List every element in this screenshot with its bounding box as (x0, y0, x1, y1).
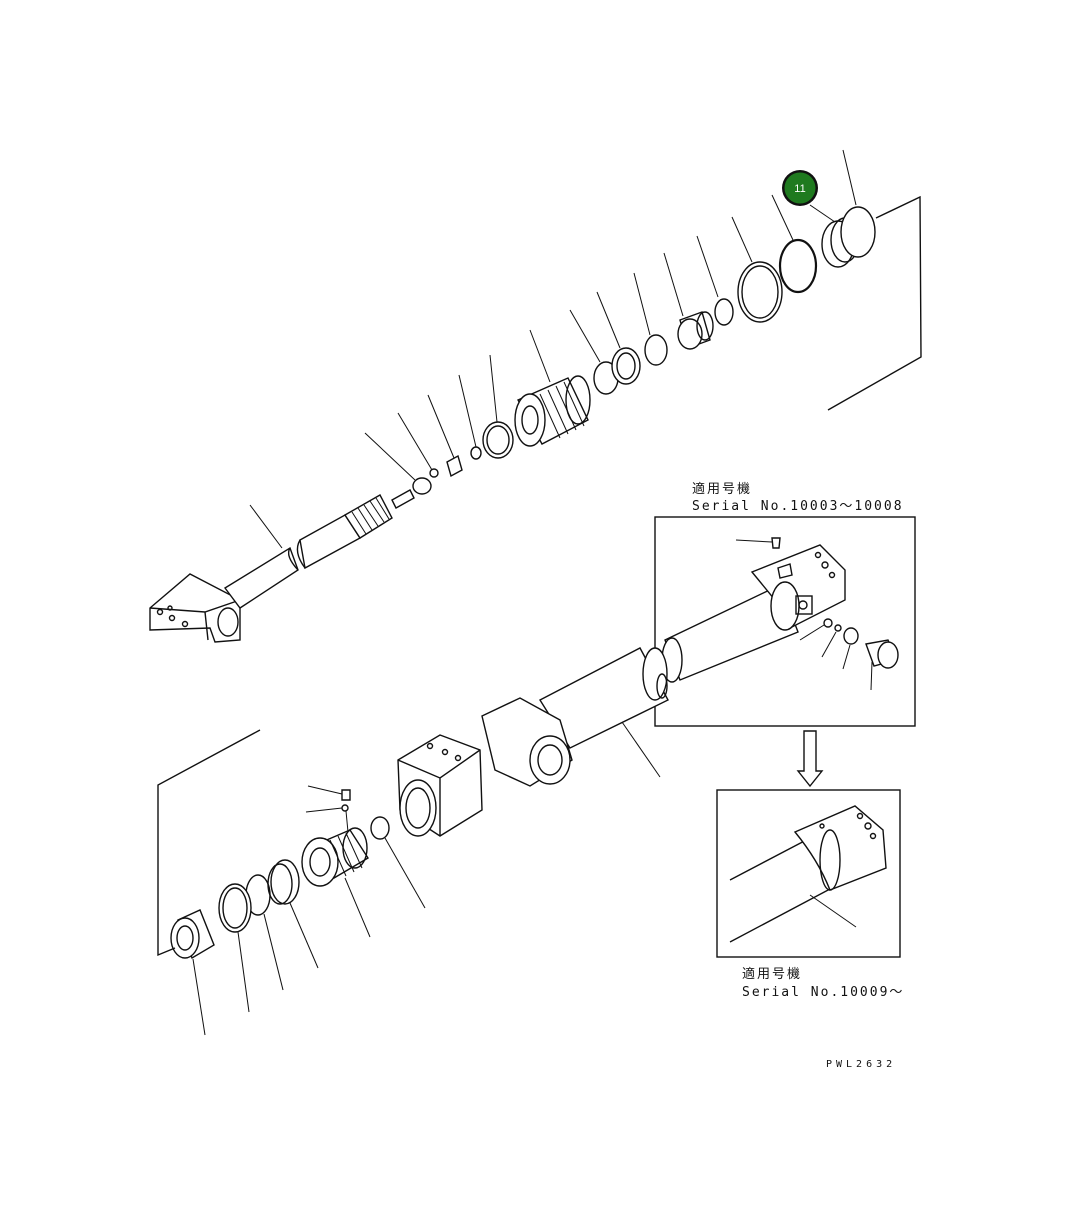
callout-label: 11 (794, 183, 805, 195)
callout-badge-11[interactable]: 11 (782, 170, 836, 223)
inset-top-caption-jp: 適用号機 (692, 481, 752, 497)
inset-bottom-caption-jp: 適用号機 (742, 966, 802, 982)
inset-top-frame (654, 516, 916, 727)
inset-bottom-caption-serial: Serial No.10009～ (742, 985, 904, 1000)
arrow-down-icon (796, 730, 824, 788)
inset-bottom: 適用号機 Serial No.10009～ (716, 789, 904, 1000)
inset-top: 適用号機 Serial No.10003～10008 (654, 481, 916, 727)
piston-rod-assembly (149, 149, 922, 643)
inset-bottom-frame (716, 789, 901, 958)
leader-line (249, 504, 283, 549)
cylinder-tube-assembly (157, 647, 669, 1036)
inset-top-caption-serial: Serial No.10003～10008 (692, 499, 904, 514)
drawing-code: PWL2632 (826, 1059, 896, 1070)
